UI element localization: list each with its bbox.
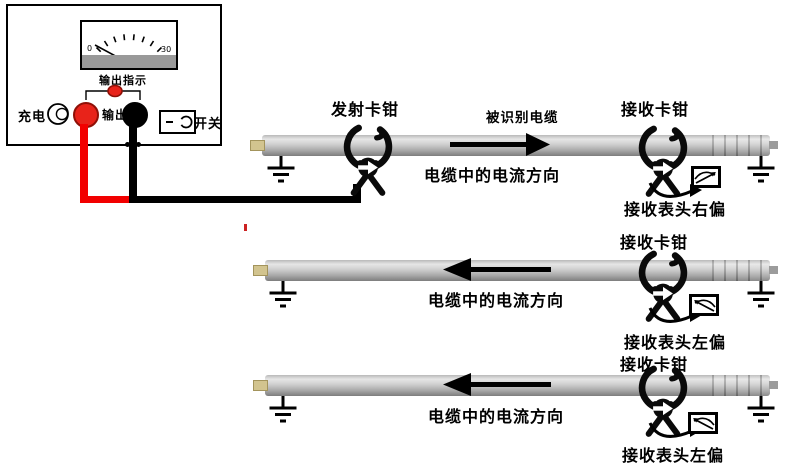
black-lead-horizontal bbox=[129, 196, 361, 203]
cable-2-right-stub bbox=[769, 266, 778, 274]
red-lead-vertical bbox=[80, 124, 88, 203]
output-indicator-label: 输出指示 bbox=[99, 74, 147, 87]
cable-1-left-stub bbox=[250, 140, 265, 151]
charge-jack-icon[interactable] bbox=[46, 102, 70, 126]
cable-end-ridges bbox=[712, 135, 770, 156]
charge-label: 充电 bbox=[18, 110, 47, 125]
receive-clamp-icon[interactable] bbox=[630, 359, 696, 447]
cable-3-right-stub bbox=[769, 381, 778, 389]
meter-scale: 0 30 bbox=[82, 34, 176, 68]
switch-icon bbox=[166, 115, 193, 129]
cable-end-ridges bbox=[712, 375, 770, 396]
transmit-clamp-icon[interactable] bbox=[335, 118, 401, 206]
wire-junction-dot bbox=[125, 142, 130, 147]
clamp-current-arrow bbox=[653, 286, 673, 301]
current-direction-label: 电缆中的电流方向 bbox=[428, 407, 565, 426]
cable-1-right-stub bbox=[769, 141, 778, 149]
black-lead-vertical bbox=[129, 124, 137, 203]
current-arrow-right-icon bbox=[450, 133, 550, 156]
ground-icon bbox=[747, 281, 775, 308]
cable-2-left-stub bbox=[253, 265, 268, 276]
ground-icon bbox=[267, 156, 295, 183]
output-terminal-black[interactable] bbox=[122, 102, 148, 128]
receive-meter-label: 接收表头左偏 bbox=[622, 446, 725, 465]
receive-clamp-label: 接收卡钳 bbox=[620, 355, 689, 374]
receive-clamp-label: 接收卡钳 bbox=[620, 233, 689, 252]
meter-max-label: 30 bbox=[161, 45, 171, 54]
switch-label: 开关 bbox=[194, 117, 223, 132]
current-arrow-left-icon bbox=[443, 258, 551, 281]
current-direction-label: 电缆中的电流方向 bbox=[428, 291, 565, 310]
transmit-clamp-label: 发射卡钳 bbox=[331, 100, 400, 119]
red-lead-horizontal bbox=[80, 196, 136, 203]
wire-junction-dot bbox=[136, 142, 141, 147]
receive-clamp-icon[interactable] bbox=[630, 244, 696, 332]
clamp-current-arrow bbox=[653, 401, 673, 416]
current-arrow-left-icon bbox=[443, 373, 551, 396]
identified-cable-label: 被识别电缆 bbox=[486, 110, 559, 126]
cable-3-left-stub bbox=[253, 380, 268, 391]
ground-icon bbox=[269, 281, 297, 308]
receive-clamp-label: 接收卡钳 bbox=[621, 100, 690, 119]
clamp-current-arrow bbox=[358, 160, 378, 175]
receive-meter-icon bbox=[689, 294, 719, 316]
cable-end-ridges bbox=[712, 260, 770, 281]
stray-mark bbox=[244, 224, 247, 231]
clamp-current-arrow bbox=[653, 161, 673, 176]
output-meter: 0 30 bbox=[80, 20, 178, 70]
meter-gray-strip bbox=[82, 55, 176, 68]
receive-meter-icon bbox=[691, 166, 721, 188]
ground-icon bbox=[747, 396, 775, 423]
ground-icon bbox=[269, 396, 297, 423]
receive-meter-label: 接收表头右偏 bbox=[624, 200, 727, 219]
power-switch[interactable] bbox=[159, 110, 196, 134]
current-direction-label: 电缆中的电流方向 bbox=[424, 166, 561, 185]
meter-min-label: 0 bbox=[87, 44, 92, 53]
ground-icon bbox=[747, 156, 775, 183]
signal-generator-box: 0 30 输出指示 充电 输出 开关 bbox=[6, 4, 222, 146]
receive-meter-label: 接收表头左偏 bbox=[624, 333, 727, 352]
indicator-led bbox=[85, 84, 141, 100]
output-label: 输出 bbox=[102, 108, 129, 122]
receive-meter-icon bbox=[688, 412, 718, 434]
